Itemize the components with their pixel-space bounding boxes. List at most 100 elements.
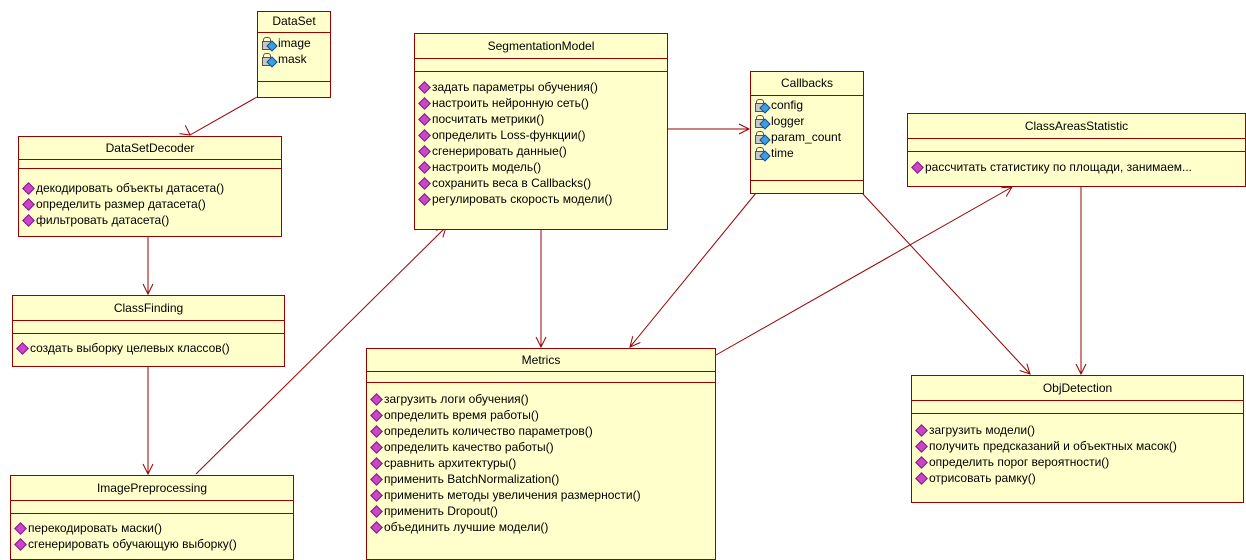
- edge-dataset-to-datasetdecoder: [189, 96, 258, 136]
- operation-row: сгенерировать данные(): [418, 143, 664, 159]
- class-name: Callbacks: [751, 72, 863, 96]
- operation-row: сохранить веса в Callbacks(): [418, 175, 664, 191]
- operation-label: определить Loss-функции(): [432, 128, 586, 142]
- edge-callbacks-to-metrics: [629, 192, 757, 348]
- operation-diamond-icon: [418, 176, 431, 190]
- edge-imagepreprocessing-to-segmentationmodel: [195, 226, 447, 475]
- attribute-compartment: image mask: [258, 33, 330, 82]
- operation-diamond-icon: [22, 181, 35, 195]
- attribute-label: mask: [278, 52, 307, 66]
- class-imagepreprocessing[interactable]: ImagePreprocessing перекодировать маски(…: [10, 475, 294, 560]
- attribute-compartment: [415, 59, 667, 72]
- operation-compartment: создать выборку целевых классов(): [13, 334, 284, 358]
- operation-row: применить Dropout(): [370, 503, 712, 519]
- operation-diamond-icon: [418, 192, 431, 206]
- operation-label: задать параметры обучения(): [432, 80, 598, 94]
- operation-row: применить BatchNormalization(): [370, 471, 712, 487]
- operation-label: декодировать объекты датасета(): [36, 181, 225, 195]
- operation-row: посчитать метрики(): [418, 111, 664, 127]
- private-attribute-lock-icon: [261, 37, 278, 52]
- operation-label: настроить нейронную сеть(): [432, 96, 589, 110]
- attribute-label: param_count: [771, 130, 842, 144]
- operation-label: фильтровать датасета(): [36, 213, 170, 227]
- operation-diamond-icon: [370, 408, 383, 422]
- attribute-compartment: [908, 139, 1245, 152]
- operation-row: настроить модель(): [418, 159, 664, 175]
- attribute-label: config: [771, 98, 804, 112]
- class-segmentationmodel[interactable]: SegmentationModel задать параметры обуче…: [414, 33, 668, 230]
- arrowhead-imagepreprocessing: [142, 463, 154, 476]
- operation-diamond-icon: [370, 456, 383, 470]
- attribute-label: time: [771, 146, 794, 160]
- operation-compartment: задать параметры обучения() настроить не…: [415, 72, 667, 209]
- attribute-label: logger: [771, 114, 805, 128]
- operation-diamond-icon: [915, 471, 928, 485]
- class-name: DataSet: [258, 12, 330, 33]
- operation-label: объединить лучшие модели(): [384, 520, 549, 534]
- operation-diamond-icon: [418, 96, 431, 110]
- operation-row: определить порог вероятности(): [915, 454, 1240, 470]
- operation-diamond-icon: [418, 128, 431, 142]
- class-callbacks[interactable]: Callbacks config logger param_count time: [750, 71, 864, 194]
- operation-diamond-icon: [915, 439, 928, 453]
- operation-label: создать выборку целевых классов(): [30, 341, 230, 355]
- class-name: ObjDetection: [912, 376, 1243, 401]
- operation-label: получить предсказаний и объектных масок(…: [929, 439, 1177, 453]
- operation-label: сгенерировать данные(): [432, 144, 567, 158]
- class-datasetdecoder[interactable]: DataSetDecoder декодировать объекты дата…: [18, 136, 282, 237]
- operation-label: настроить модель(): [432, 160, 542, 174]
- operation-diamond-icon: [418, 144, 431, 158]
- operation-diamond-icon: [16, 341, 29, 355]
- operation-label: определить качество работы(): [384, 440, 554, 454]
- operation-label: регулировать скорость модели(): [432, 192, 613, 206]
- operation-label: загрузить модели(): [929, 423, 1036, 437]
- operation-compartment: декодировать объекты датасета() определи…: [19, 169, 281, 230]
- arrowhead-metrics-1: [535, 336, 547, 349]
- operation-diamond-icon: [418, 112, 431, 126]
- attribute-compartment: [13, 321, 284, 334]
- class-metrics[interactable]: Metrics загрузить логи обучения() опреде…: [366, 348, 716, 560]
- operation-row: применить методы увеличения размерности(…: [370, 487, 712, 503]
- arrowhead-metrics-2: [629, 336, 641, 348]
- private-attribute-lock-icon: [754, 131, 771, 146]
- operation-row: сравнить архитектуры(): [370, 455, 712, 471]
- operation-label: определить количество параметров(): [384, 424, 593, 438]
- class-name: ImagePreprocessing: [11, 476, 293, 501]
- operation-diamond-icon: [370, 488, 383, 502]
- class-classfinding[interactable]: ClassFinding создать выборку целевых кла…: [12, 295, 285, 367]
- operation-row: создать выборку целевых классов(): [16, 340, 281, 356]
- attribute-label: image: [278, 36, 311, 50]
- operation-label: применить Dropout(): [384, 504, 498, 518]
- operation-diamond-icon: [911, 160, 924, 174]
- operation-row: определить размер датасета(): [22, 196, 278, 212]
- edge-callbacks-to-objdetection: [861, 192, 1031, 375]
- class-name: ClassAreasStatistic: [908, 114, 1245, 139]
- operation-diamond-icon: [14, 521, 27, 535]
- class-name: SegmentationModel: [415, 34, 667, 59]
- class-objdetection[interactable]: ObjDetection загрузить модели() получить…: [911, 375, 1244, 503]
- attribute-row: image: [261, 35, 327, 52]
- operation-row: декодировать объекты датасета(): [22, 180, 278, 196]
- operation-label: определить время работы(): [384, 408, 539, 422]
- class-dataset[interactable]: DataSet image mask: [257, 11, 331, 98]
- class-name: DataSetDecoder: [19, 137, 281, 160]
- operation-diamond-icon: [370, 440, 383, 454]
- operation-row: отрисовать рамку(): [915, 470, 1240, 486]
- operation-row: фильтровать датасета(): [22, 212, 278, 228]
- operation-row: получить предсказаний и объектных масок(…: [915, 438, 1240, 454]
- operation-row: сгенерировать обучающую выборку(): [14, 536, 290, 552]
- operation-diamond-icon: [418, 80, 431, 94]
- class-classareasstatistic[interactable]: ClassAreasStatistic рассчитать статистик…: [907, 113, 1246, 187]
- attribute-compartment: [912, 401, 1243, 414]
- operation-diamond-icon: [370, 472, 383, 486]
- operation-row: определить количество параметров(): [370, 423, 712, 439]
- attribute-row: time: [754, 145, 860, 162]
- private-attribute-lock-icon: [261, 53, 278, 68]
- operation-label: сравнить архитектуры(): [384, 456, 517, 470]
- arrowhead-classfinding: [142, 283, 154, 296]
- operation-row: загрузить логи обучения(): [370, 391, 712, 407]
- operation-compartment: загрузить модели() получить предсказаний…: [912, 414, 1243, 488]
- operation-row: определить качество работы(): [370, 439, 712, 455]
- private-attribute-lock-icon: [754, 147, 771, 162]
